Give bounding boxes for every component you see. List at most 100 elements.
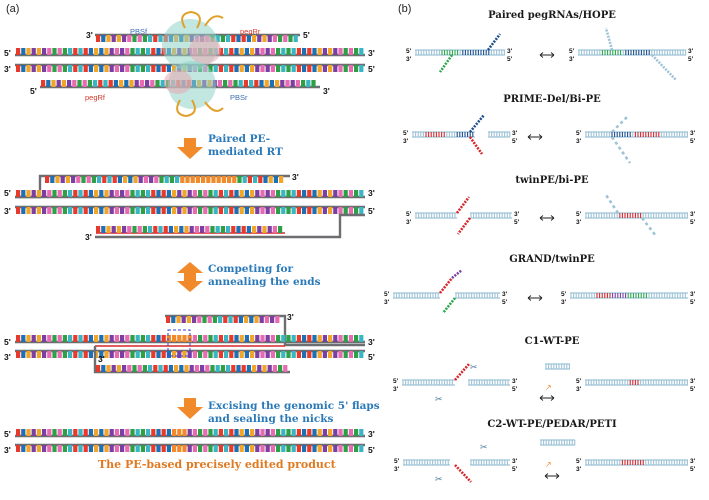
base-block bbox=[260, 351, 265, 358]
base-block bbox=[57, 48, 62, 55]
base-block bbox=[233, 316, 238, 323]
base-block bbox=[163, 365, 168, 372]
base-block bbox=[246, 226, 251, 233]
base-block bbox=[177, 335, 182, 342]
flap-dashed-top bbox=[604, 194, 620, 214]
flap-blue-top bbox=[604, 27, 614, 51]
base-block bbox=[130, 65, 135, 72]
annealed-intermediate: 5'3'3'5'3'3' bbox=[4, 312, 375, 374]
end-label: 5' bbox=[4, 48, 11, 58]
base-block bbox=[317, 445, 322, 452]
base-block bbox=[153, 365, 158, 372]
base-block bbox=[262, 226, 267, 233]
base-block bbox=[125, 335, 130, 342]
base-block bbox=[268, 176, 273, 183]
end-label: 3' bbox=[368, 337, 375, 347]
base-block bbox=[61, 80, 66, 87]
base-block bbox=[187, 445, 192, 452]
base-block bbox=[65, 176, 70, 183]
method-4-diagram: 5'3'3'5'5'3'3'5' bbox=[384, 268, 696, 314]
base-block bbox=[83, 335, 88, 342]
base-block bbox=[154, 176, 159, 183]
duplex-right bbox=[585, 379, 688, 386]
end-label: 3' bbox=[406, 219, 412, 226]
base-block bbox=[16, 48, 21, 55]
base-block bbox=[247, 176, 252, 183]
base-block bbox=[217, 80, 222, 87]
base-block bbox=[250, 351, 255, 358]
base-block bbox=[260, 48, 265, 55]
base-block bbox=[158, 35, 163, 42]
base-block bbox=[182, 429, 187, 436]
scissors-icon: ✂ bbox=[470, 362, 478, 372]
base-block bbox=[16, 207, 21, 214]
end-label: 5' bbox=[690, 299, 696, 306]
base-block bbox=[177, 351, 182, 358]
base-block bbox=[236, 35, 241, 42]
base-block bbox=[302, 207, 307, 214]
base-block bbox=[137, 35, 142, 42]
base-block bbox=[26, 351, 31, 358]
base-block bbox=[88, 207, 93, 214]
label-pbsf: PBSf bbox=[130, 27, 148, 36]
base-block bbox=[94, 48, 99, 55]
end-label: 5' bbox=[368, 64, 375, 74]
base-block bbox=[241, 226, 246, 233]
base-block bbox=[132, 365, 137, 372]
base-block bbox=[62, 445, 67, 452]
pegrna-loop-bottom bbox=[176, 99, 224, 118]
end-label: 5' bbox=[406, 48, 412, 55]
end-label: 5' bbox=[688, 56, 694, 63]
base-block bbox=[52, 351, 57, 358]
base-block bbox=[243, 80, 248, 87]
base-block bbox=[31, 429, 36, 436]
base-block bbox=[124, 80, 129, 87]
end-label: 3' bbox=[394, 466, 400, 473]
base-block bbox=[57, 65, 62, 72]
base-block bbox=[272, 365, 277, 372]
edit-marker-icon: ↗ bbox=[545, 460, 552, 469]
base-block bbox=[153, 35, 158, 42]
base-block bbox=[333, 429, 338, 436]
step-3-line-2: and sealing the nicks bbox=[208, 413, 334, 425]
base-block bbox=[333, 207, 338, 214]
base-block bbox=[203, 335, 208, 342]
rt-bottom-icon bbox=[164, 70, 192, 94]
base-block bbox=[322, 207, 327, 214]
base-block bbox=[78, 351, 83, 358]
base-block bbox=[99, 65, 104, 72]
base-block bbox=[172, 207, 177, 214]
base-block bbox=[322, 190, 327, 197]
base-block bbox=[73, 351, 78, 358]
base-block bbox=[291, 351, 296, 358]
base-block bbox=[52, 65, 57, 72]
base-block bbox=[78, 65, 83, 72]
base-block bbox=[140, 335, 145, 342]
base-block bbox=[270, 316, 275, 323]
lower-flap-bases bbox=[96, 365, 288, 372]
base-block bbox=[21, 351, 26, 358]
base-block bbox=[312, 429, 317, 436]
end-label: 3' bbox=[406, 56, 412, 63]
base-block bbox=[354, 445, 359, 452]
base-block bbox=[234, 335, 239, 342]
base-block bbox=[272, 35, 277, 42]
base-block bbox=[62, 65, 67, 72]
base-block bbox=[109, 207, 114, 214]
base-block bbox=[137, 226, 142, 233]
lower-flap-bases bbox=[96, 226, 283, 233]
base-block bbox=[333, 190, 338, 197]
base-block bbox=[333, 65, 338, 72]
base-block bbox=[182, 351, 187, 358]
base-block bbox=[42, 429, 47, 436]
end-label: 5' bbox=[393, 378, 399, 385]
base-block bbox=[257, 365, 262, 372]
base-block bbox=[286, 351, 291, 358]
equilibrium-arrow bbox=[539, 52, 555, 58]
base-block bbox=[135, 48, 140, 55]
base-block bbox=[36, 190, 41, 197]
base-block bbox=[102, 176, 107, 183]
top-strand-bases bbox=[16, 335, 364, 342]
base-block bbox=[281, 48, 286, 55]
